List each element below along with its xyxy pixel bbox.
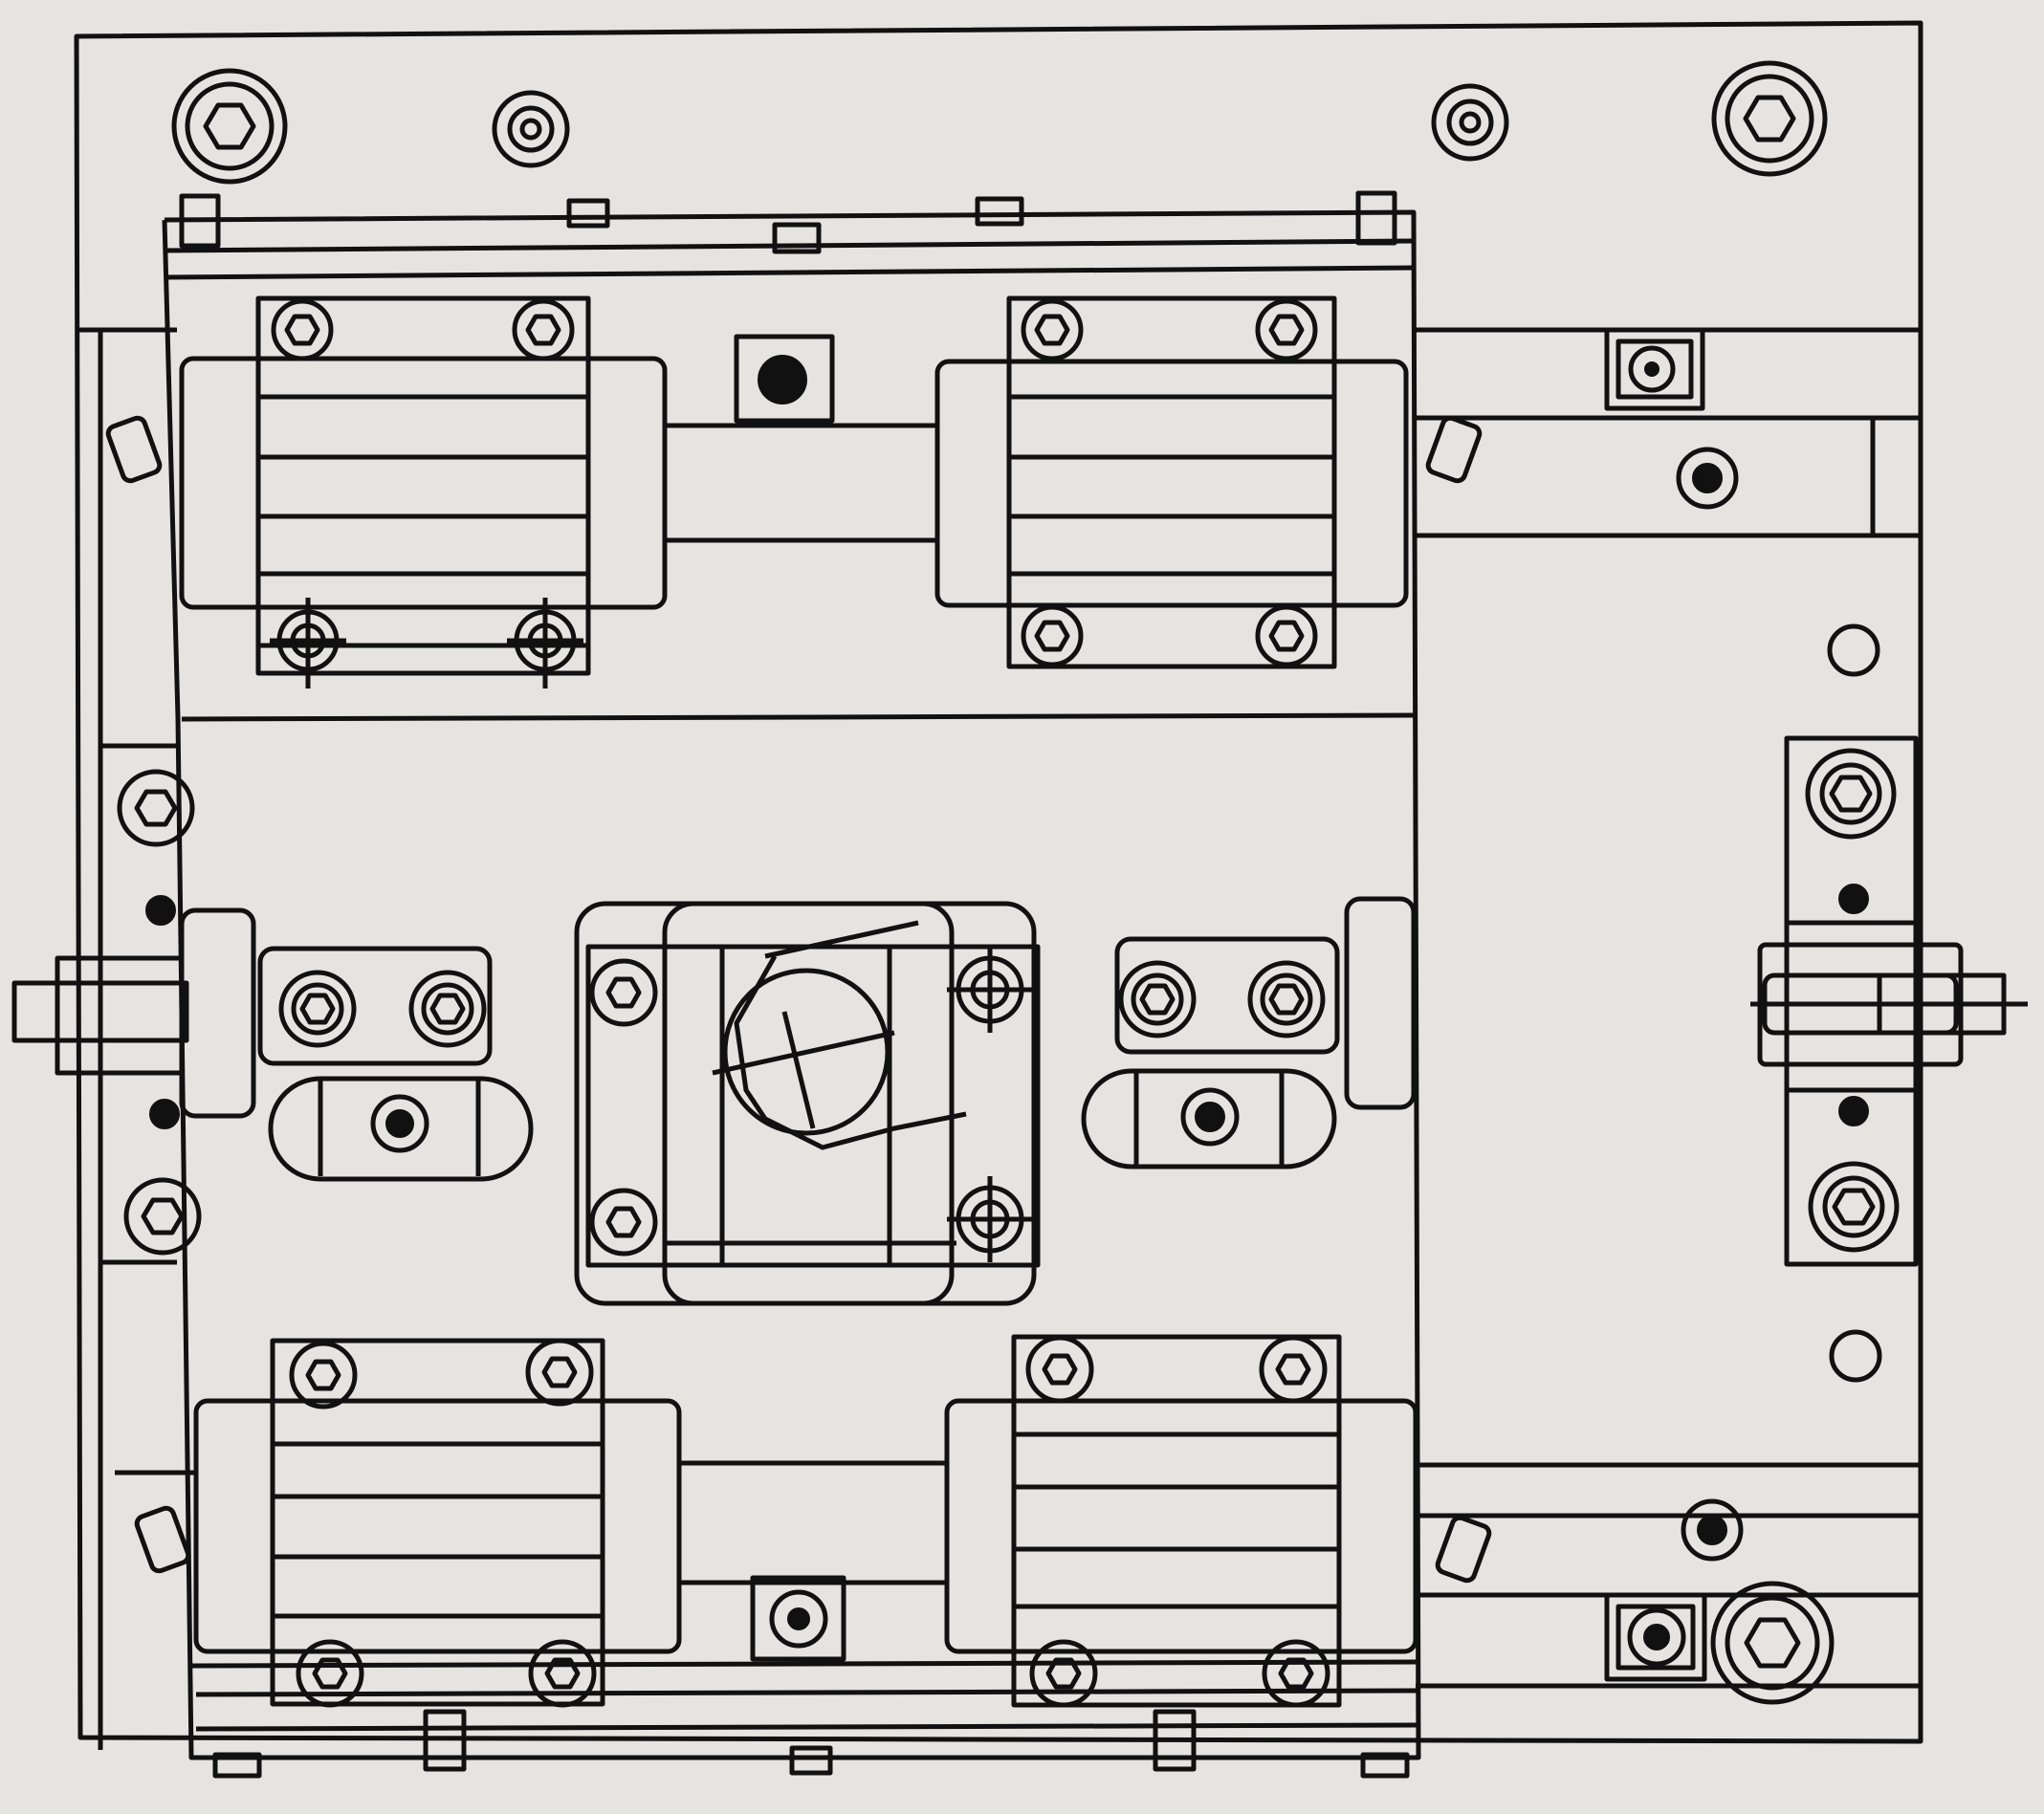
right-rail-upper bbox=[1416, 327, 1921, 538]
cap-screw-top-right bbox=[1711, 60, 1828, 177]
carriage-frame bbox=[162, 209, 1421, 1760]
bearing-block-bottom-right bbox=[944, 1334, 1418, 1708]
bearing-block-bottom-left bbox=[193, 1338, 682, 1708]
bearing-block-top-right bbox=[934, 295, 1409, 669]
clamp-left bbox=[11, 907, 534, 1182]
base-plate bbox=[74, 20, 1923, 1744]
cap-screw-top-left bbox=[171, 68, 288, 185]
grease-nipples bbox=[105, 415, 1492, 1584]
pad-block-upper-right bbox=[1604, 327, 1880, 677]
clamp-right bbox=[1081, 896, 1417, 1169]
left-side-bolts bbox=[117, 769, 202, 1256]
top-clips bbox=[179, 190, 1397, 254]
dowel-pin-top-left bbox=[492, 90, 570, 168]
guide-shaft-top bbox=[662, 334, 940, 543]
bearing-block-top-left bbox=[179, 295, 668, 688]
bottom-clips bbox=[212, 1709, 1410, 1779]
right-rail-lower bbox=[1416, 1462, 1921, 1689]
center-clamp-block bbox=[574, 901, 1041, 1306]
dowel-pin-top-right bbox=[1431, 83, 1509, 162]
guide-shaft-bottom bbox=[676, 1460, 950, 1662]
pad-block-lower-right bbox=[1604, 1498, 1835, 1705]
right-side-plate bbox=[1750, 735, 2028, 1383]
